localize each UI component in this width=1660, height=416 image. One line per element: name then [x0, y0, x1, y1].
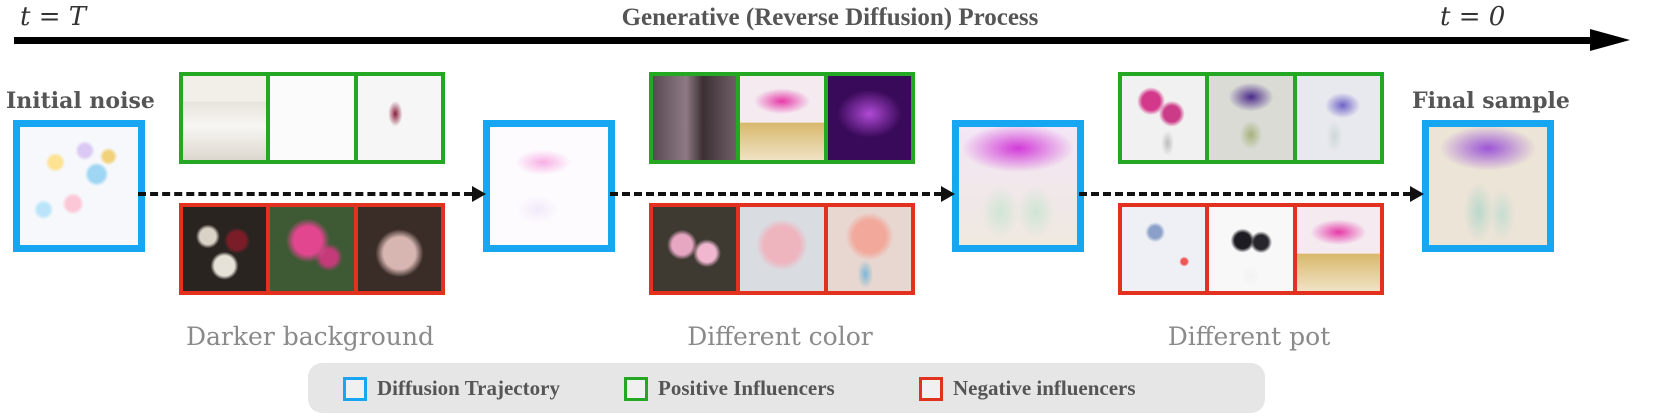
legend-label: Diffusion Trajectory [377, 376, 560, 400]
trajectory-frame-final-sample [1422, 120, 1554, 252]
legend-label: Positive Influencers [658, 376, 835, 400]
influencer-image [353, 207, 441, 291]
connector-3 [1079, 192, 1411, 196]
influencer-image [266, 207, 354, 291]
process-arrow-head [1590, 29, 1630, 51]
positive-influencers-1 [179, 72, 445, 164]
influencer-image [183, 207, 267, 291]
positive-influencers-3 [1118, 72, 1384, 164]
influencer-image [736, 76, 824, 160]
legend [308, 363, 1265, 413]
influencer-image [1292, 76, 1380, 160]
connector-1 [138, 192, 472, 196]
t-end-label: t = 0 [1440, 2, 1506, 32]
caption-darker-background: Darker background [185, 322, 434, 351]
process-arrow-line [14, 37, 1594, 44]
connector-2 [610, 192, 942, 196]
influencer-image [1292, 207, 1380, 291]
influencer-image [823, 207, 911, 291]
influencer-image [653, 207, 737, 291]
legend-swatch-positive [624, 376, 648, 401]
influencer-image [1205, 207, 1293, 291]
trajectory-frame-step-2 [952, 120, 1084, 252]
influencer-image [736, 207, 824, 291]
legend-swatch-negative [919, 376, 943, 401]
legend-label: Negative influencers [953, 376, 1136, 400]
legend-swatch-trajectory [343, 376, 367, 401]
connector-3-arrow [1410, 186, 1424, 202]
legend-item-trajectory: Diffusion Trajectory [343, 376, 560, 401]
trajectory-frame-initial-noise [13, 120, 145, 252]
diagram-title: Generative (Reverse Diffusion) Process [621, 4, 1039, 31]
influencer-image [353, 76, 441, 160]
negative-influencers-1 [179, 203, 445, 295]
influencer-image [266, 76, 354, 160]
caption-different-pot: Different pot [1167, 322, 1331, 351]
caption-different-color: Different color [687, 322, 873, 351]
positive-influencers-2 [649, 72, 915, 164]
influencer-image [653, 76, 737, 160]
trajectory-frame-step-1 [483, 120, 615, 252]
negative-influencers-2 [649, 203, 915, 295]
influencer-image [823, 76, 911, 160]
connector-2-arrow [941, 186, 955, 202]
influencer-image [1205, 76, 1293, 160]
influencer-image [183, 76, 267, 160]
influencer-image [1122, 207, 1206, 291]
connector-1-arrow [472, 186, 486, 202]
final-sample-label: Final sample [1412, 88, 1570, 114]
legend-item-negative: Negative influencers [919, 376, 1136, 401]
negative-influencers-3 [1118, 203, 1384, 295]
t-start-label: t = T [20, 2, 87, 32]
influencer-image [1122, 76, 1206, 160]
legend-item-positive: Positive Influencers [624, 376, 835, 401]
initial-noise-label: Initial noise [6, 88, 155, 114]
